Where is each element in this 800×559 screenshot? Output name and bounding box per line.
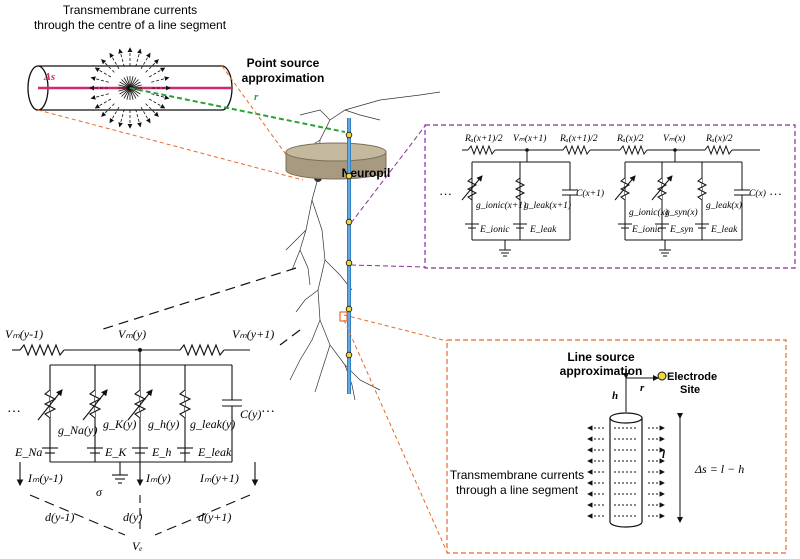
e-leak-label: E_leak	[197, 445, 232, 459]
g-leak-label: g_leak(y)	[190, 417, 235, 431]
neuropil-disc	[285, 142, 387, 180]
point-source-line1: Point source	[247, 56, 320, 70]
electrode-site	[345, 172, 353, 180]
im-prev-label: Iₘ(y-1)	[27, 471, 63, 485]
left-circuit	[12, 343, 259, 536]
r-label-1: Rₐ(x+1)/2	[464, 133, 503, 144]
g-leak-2: g_leak(x)	[706, 200, 742, 211]
g-na-label: g_Na(y)	[58, 423, 97, 437]
segment-cylinder-top: Transmembrane currents through the centr…	[27, 3, 233, 129]
delta-s-label: Δs	[43, 71, 55, 83]
neuron-morphology	[285, 91, 441, 401]
g-h-label: g_h(y)	[148, 417, 179, 431]
dots-left: …	[8, 401, 20, 416]
right-circuit-labels: Rₐ(x+1)/2 Vₘ(x+1) Rₐ(x+1)/2 Vₘ(x) Rₐ(x)/…	[440, 133, 782, 235]
line-current-arrows	[587, 425, 665, 519]
e-na-label: E_Na	[14, 445, 42, 459]
electrode-site-line1: Electrode	[667, 371, 717, 383]
delta-eq-label: Δs = l − h	[694, 462, 744, 476]
electrode-site-dot	[657, 371, 667, 381]
c-label-2: C(x)	[749, 188, 766, 199]
dots-right: …	[262, 401, 274, 416]
e-ionic-1: E_ionic	[479, 225, 510, 235]
r-label-2: Rₐ(x+1)/2	[559, 133, 598, 144]
d-prev-label: d(y-1)	[45, 510, 74, 524]
d-next-label: d(y+1)	[198, 510, 231, 524]
point-source-distance	[129, 87, 346, 133]
line-source-diagram: Line source approximation Electrode Site…	[450, 350, 744, 528]
electrode-site	[345, 218, 353, 226]
point-source-r: r	[254, 91, 259, 103]
c-label: C(y)	[240, 407, 261, 421]
top-title-line1: Transmembrane currents	[63, 3, 197, 17]
im-next-label: Iₘ(y+1)	[199, 471, 239, 485]
left-circuit-labels: Vₘ(y-1) Vₘ(y) Vₘ(y+1) … … g_Na(y) g_K(y)…	[5, 327, 274, 553]
compartment-box-right	[424, 124, 796, 269]
e-k-label: E_K	[104, 445, 127, 459]
r-label-4: Rₐ(x)/2	[705, 133, 733, 144]
line-h-label: h	[612, 390, 618, 402]
electrode-site	[345, 351, 353, 359]
line-source-title2: approximation	[560, 364, 643, 378]
sigma-label: σ	[96, 485, 103, 499]
top-title-line2: through the centre of a line segment	[34, 18, 227, 32]
dots-left-right: …	[440, 183, 452, 198]
right-circuit	[461, 144, 760, 257]
g-ionic-1: g_ionic(x+1)	[476, 200, 526, 211]
dots-right-right: …	[770, 183, 782, 198]
point-source-line2: approximation	[242, 71, 325, 85]
e-leak-2: E_leak	[710, 225, 738, 235]
e-syn-2: E_syn	[669, 225, 693, 235]
line-l-label: l	[662, 449, 666, 461]
r-label-3: Rₐ(x)/2	[616, 133, 644, 144]
vm-label: Vₘ(y)	[118, 327, 146, 341]
g-syn-2: g_syn(x)	[665, 207, 698, 218]
electrode-site	[345, 131, 353, 139]
g-leak-1: g_leak(x+1)	[524, 200, 571, 211]
neuropil-label: Neuropil	[342, 166, 391, 180]
d-label: d(y)	[123, 510, 142, 524]
line-r-label: r	[640, 382, 645, 394]
e-h-label: E_h	[151, 445, 171, 459]
electrode-site	[345, 259, 353, 267]
electrode-site-line2: Site	[680, 384, 700, 396]
line-source-box	[446, 339, 787, 554]
line-label1: Transmembrane currents	[450, 468, 584, 482]
im-label: Iₘ(y)	[145, 471, 171, 485]
g-ionic-2: g_ionic(x)	[629, 207, 668, 218]
e-leak-1: E_leak	[529, 225, 557, 235]
line-source-title1: Line source	[567, 350, 635, 364]
c-label-1: C(x+1)	[576, 188, 604, 199]
vm-label-1: Vₘ(x+1)	[513, 133, 546, 144]
e-ionic-2: E_ionic	[631, 225, 662, 235]
vm-prev-label: Vₘ(y-1)	[5, 327, 43, 341]
vm-next-label: Vₘ(y+1)	[232, 327, 274, 341]
vm-label-2: Vₘ(x)	[663, 133, 685, 144]
electrode-sites	[345, 131, 353, 359]
g-k-label: g_K(y)	[103, 417, 136, 431]
electrode-site	[345, 305, 353, 313]
line-label2: through a line segment	[456, 483, 579, 497]
ve-label: Vₑ	[132, 539, 142, 553]
